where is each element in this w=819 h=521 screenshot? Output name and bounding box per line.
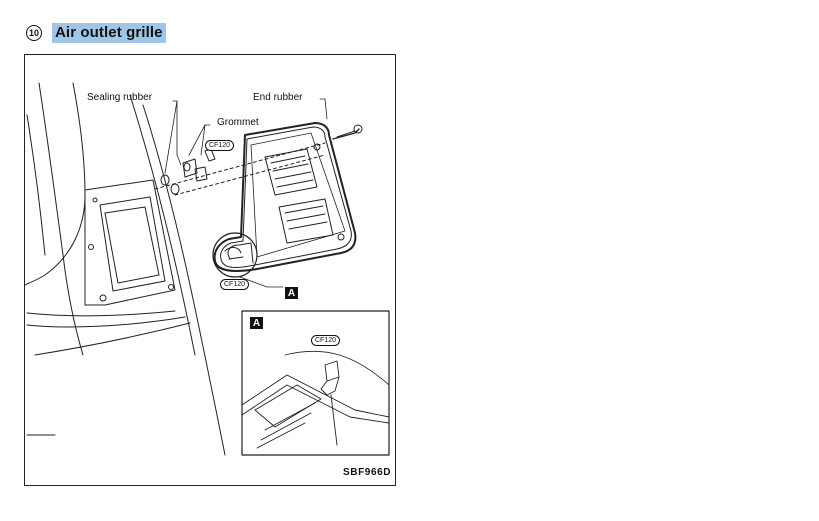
label-end-rubber: End rubber (253, 92, 303, 103)
label-sealing-rubber: Sealing rubber (87, 92, 153, 103)
fastener-code-2: CF120 (220, 279, 250, 290)
fastener-code-1: CF120 (205, 140, 235, 151)
fasteners-drawing (154, 124, 363, 196)
inset-drawing (241, 350, 390, 449)
exploded-diagram (25, 82, 390, 456)
mounting-plate-drawing (84, 179, 176, 306)
leader-lines (164, 98, 328, 288)
detail-callout-tag: A (285, 287, 298, 299)
section-title: Air outlet grille (52, 23, 166, 43)
body-panel-drawing (25, 82, 226, 456)
end-rubber-seal-drawing (213, 122, 357, 272)
clip-sketch (224, 246, 244, 260)
fastener-code-3: CF120 (311, 335, 341, 346)
label-grommet: Grommet (217, 117, 259, 128)
inset-tag: A (250, 317, 263, 329)
section-heading: 10 Air outlet grille (26, 22, 166, 44)
figure-frame: Sealing rubber End rubber Grommet CF120 … (24, 54, 396, 486)
air-outlet-grille-drawing (220, 126, 352, 268)
figure-id: SBF966D (343, 467, 392, 478)
detail-circle (212, 232, 258, 278)
section-number-badge: 10 (26, 25, 42, 41)
inset-box (241, 310, 390, 456)
